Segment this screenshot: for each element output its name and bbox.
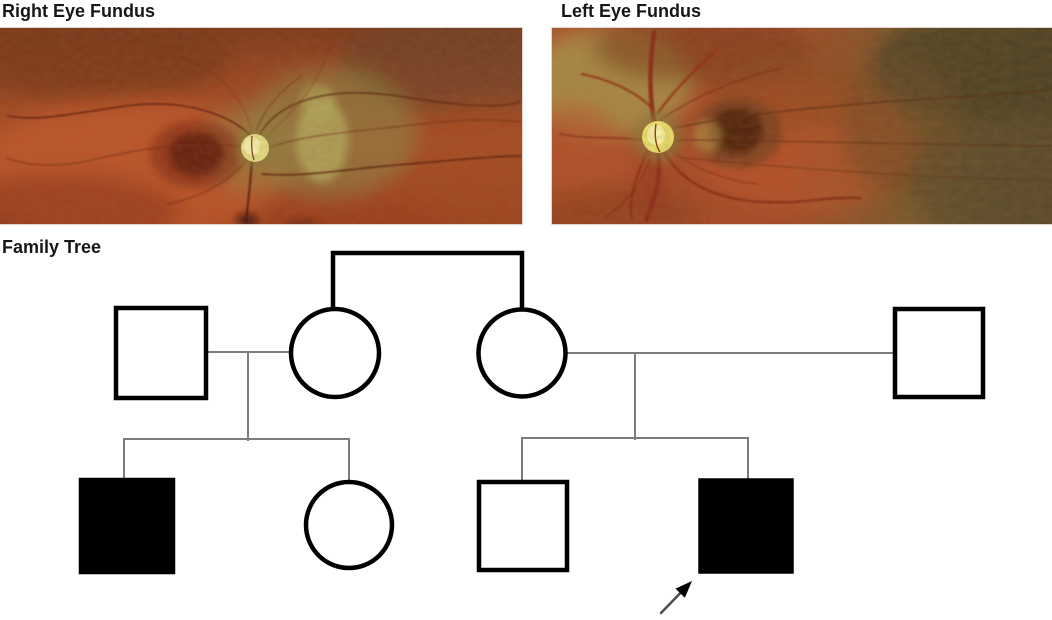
proband-arrow-shaft: [659, 588, 685, 615]
pedigree-individual-I-2: [288, 306, 382, 400]
pedigree-individual-II-4: [698, 478, 794, 574]
right-fundus-photo: [0, 28, 522, 224]
right-fundus-label: Right Eye Fundus: [2, 1, 155, 21]
proband-arrow-head: [675, 581, 692, 598]
left-fundus-photo: [552, 28, 1052, 224]
pedigree-individual-II-3: [476, 479, 570, 573]
pedigree-individual-I-1: [113, 305, 209, 401]
family-tree-label: Family Tree: [2, 237, 102, 257]
pedigree-individual-I-3: [476, 307, 568, 399]
pedigree-individual-II-2: [303, 479, 395, 571]
left-fundus-label: Left Eye Fundus: [561, 1, 702, 21]
pedigree-individual-I-4: [892, 306, 986, 400]
pedigree-individual-II-1: [78, 477, 176, 575]
pedigree-sibling-bracket: [330, 250, 525, 309]
